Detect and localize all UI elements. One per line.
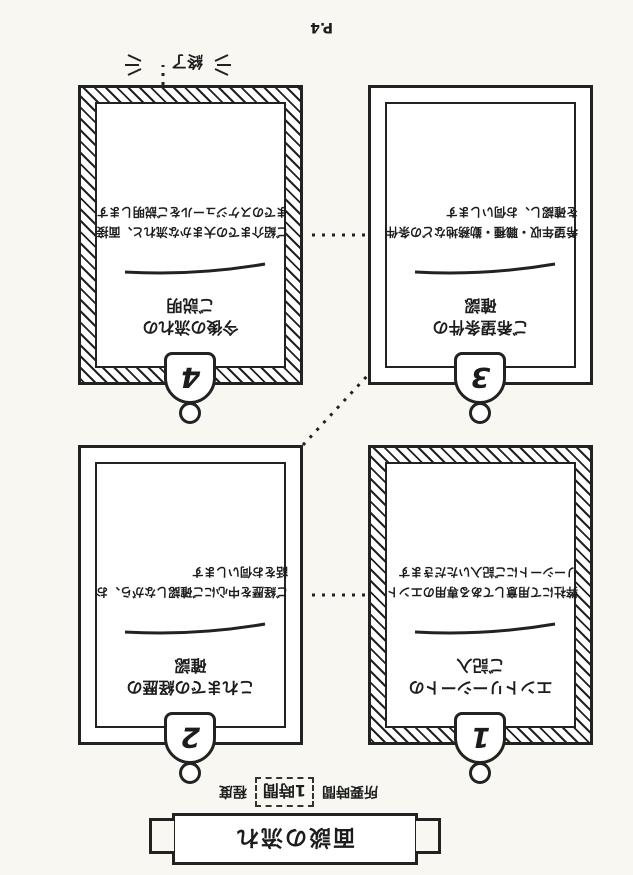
step-card-3: 3 ご希望条件の 確認 希望年収・職種・勤務地などの条件を確認し、お伺いします <box>368 85 593 424</box>
underline-swoosh-icon <box>414 622 556 635</box>
underline-swoosh-icon <box>414 262 556 275</box>
step-card-4: 4 今後の流れの ご説明 ご紹介までの大まかな流れと、面接までのスケジュールをご… <box>78 85 303 424</box>
underline-swoosh-icon <box>124 622 266 635</box>
page-number: P.4 <box>310 19 333 35</box>
sparkle-icon <box>125 54 231 76</box>
step-card-2: 2 これまでの経歴の 確認 ご経歴を中心にご確認しながら、お話をお伺いします <box>78 445 303 784</box>
underline-swoosh-icon <box>124 262 266 275</box>
step-card-1: 1 エントリーシートの ご記入 弊社にて用意してある専用のエントリーシートにご記… <box>368 445 593 784</box>
